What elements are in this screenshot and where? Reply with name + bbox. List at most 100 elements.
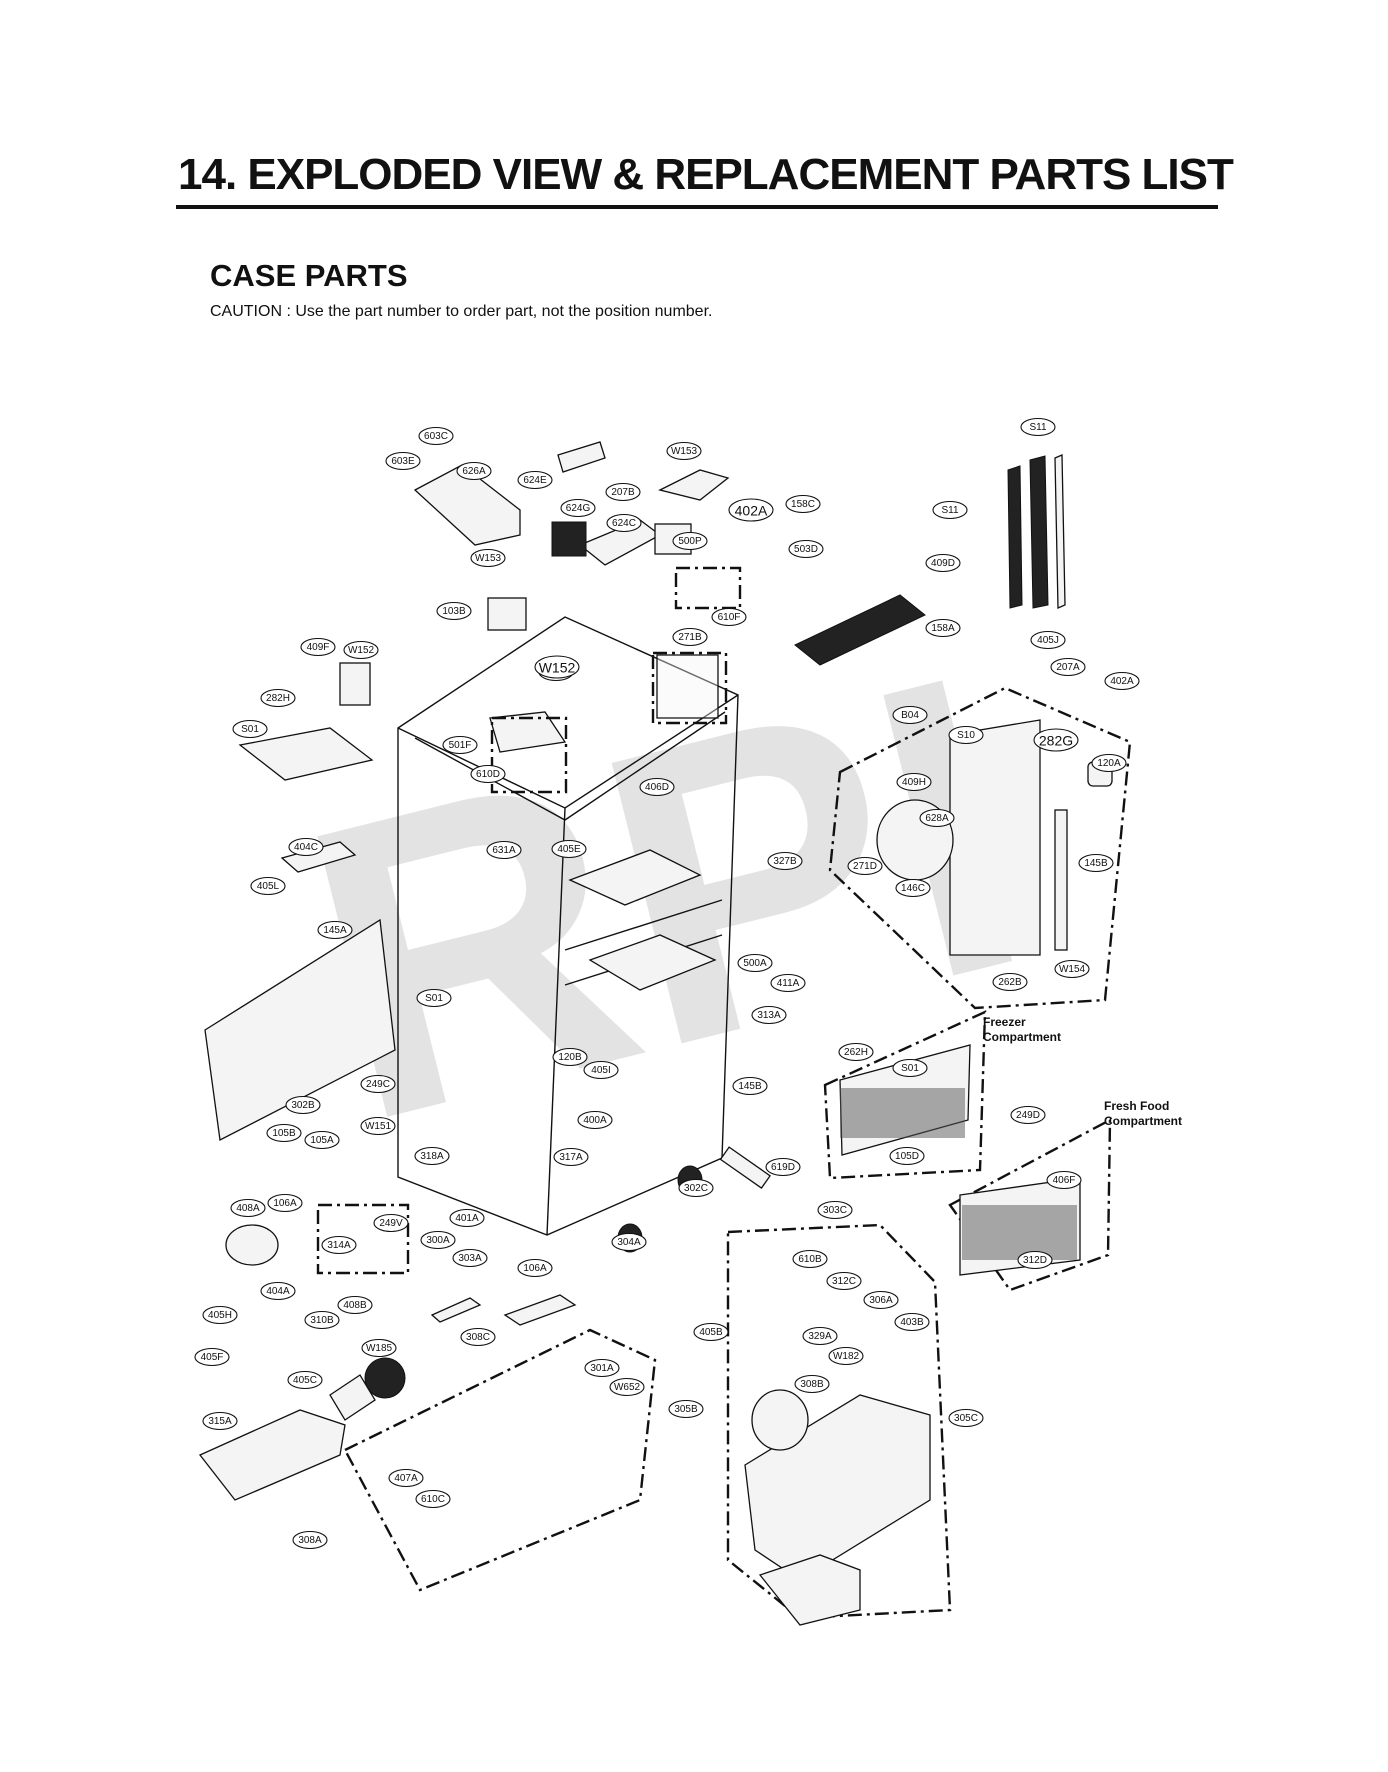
callout-103b: 103B <box>436 601 472 621</box>
callout-bubble <box>486 840 522 860</box>
callout-text: 406F <box>1053 1175 1076 1186</box>
callout-bubble <box>611 1232 647 1252</box>
callout-text: 158A <box>931 623 955 634</box>
callout-text: 402A <box>735 503 768 519</box>
callout-bubble <box>560 498 596 518</box>
callout-text: 404A <box>266 1286 290 1297</box>
callout-bubble <box>895 878 931 898</box>
right-side-parts <box>744 454 1113 1626</box>
callout-301a: 301A <box>584 1358 620 1378</box>
callout-bubble <box>751 1005 787 1025</box>
callout-text: 610C <box>421 1494 445 1505</box>
callout-bubble <box>672 627 708 647</box>
callout-bubble <box>1033 728 1079 752</box>
callout-text: 501F <box>449 740 472 751</box>
callout-w652: W652 <box>609 1377 645 1397</box>
callout-text: 603E <box>391 456 415 467</box>
callout-603c: 603C <box>418 426 454 446</box>
callout-105a: 105A <box>304 1130 340 1150</box>
callout-bubble <box>361 1338 397 1358</box>
callout-bubble <box>838 1042 874 1062</box>
callout-s01: S01 <box>416 988 452 1008</box>
callout-bubble <box>1030 630 1066 650</box>
callout-401a: 401A <box>449 1208 485 1228</box>
callout-text: 282H <box>266 693 290 704</box>
callout-403b: 403B <box>894 1312 930 1332</box>
callout-w153: W153 <box>470 548 506 568</box>
callout-text: 406D <box>645 782 669 793</box>
callout-bubble <box>267 1193 303 1213</box>
callout-306a: 306A <box>863 1290 899 1310</box>
callout-text: 303C <box>823 1205 847 1216</box>
callout-bubble <box>317 920 353 940</box>
callout-405h: 405H <box>202 1305 238 1325</box>
callout-402a: 402A <box>728 498 774 522</box>
callout-308b: 308B <box>794 1374 830 1394</box>
callout-text: 619D <box>771 1162 795 1173</box>
callout-text: 503D <box>794 544 818 555</box>
callout-bubble <box>668 1399 704 1419</box>
callout-302c: 302C <box>678 1178 714 1198</box>
callout-bubble <box>802 1326 838 1346</box>
callout-bubble <box>452 1248 488 1268</box>
callout-w185: W185 <box>361 1338 397 1358</box>
callout-405c: 405C <box>287 1370 323 1390</box>
fresh-food-label-line2: Compartment <box>1104 1114 1182 1128</box>
callout-bubble <box>360 1074 396 1094</box>
callout-bubble <box>470 548 506 568</box>
callout-text: 315A <box>208 1416 232 1427</box>
callout-327b: 327B <box>767 851 803 871</box>
callout-bubble <box>230 1198 266 1218</box>
callout-bubble <box>552 1047 588 1067</box>
callout-s11: S11 <box>932 500 968 520</box>
callout-text: 300A <box>426 1235 450 1246</box>
page-title: 14. EXPLODED VIEW & REPLACEMENT PARTS LI… <box>178 150 1234 199</box>
callout-406d: 406D <box>639 777 675 797</box>
callout-312c: 312C <box>826 1271 862 1291</box>
callout-text: 305B <box>674 1404 698 1415</box>
callout-text: 145A <box>323 925 347 936</box>
callout-bubble <box>728 498 774 522</box>
callout-bubble <box>321 1235 357 1255</box>
callout-610b: 610B <box>792 1249 828 1269</box>
callout-610d: 610D <box>470 764 506 784</box>
callout-271d: 271D <box>847 856 883 876</box>
callout-304a: 304A <box>611 1232 647 1252</box>
callout-bubble <box>442 735 478 755</box>
callout-317a: 317A <box>553 1147 589 1167</box>
callout-bubble <box>1078 853 1114 873</box>
callout-text: 207B <box>611 487 635 498</box>
callout-text: 405B <box>699 1327 723 1338</box>
callout-text: 408B <box>343 1300 367 1311</box>
callout-text: 145B <box>1084 858 1108 869</box>
callout-text: 304A <box>617 1237 641 1248</box>
callout-bubble <box>266 1123 302 1143</box>
callout-w152: W152 <box>534 655 580 679</box>
callout-text: 400A <box>583 1115 607 1126</box>
callout-bubble <box>577 1110 613 1130</box>
callout-bubble <box>449 1208 485 1228</box>
callout-bubble <box>232 719 268 739</box>
callout-text: 327B <box>773 856 797 867</box>
callout-text: B04 <box>901 710 919 721</box>
callout-bubble <box>992 972 1028 992</box>
callout-labels: 603C603E626A624EW153207B402A624G624C500P… <box>194 417 1140 1550</box>
callout-313a: 313A <box>751 1005 787 1025</box>
callout-409d: 409D <box>925 553 961 573</box>
callout-w182: W182 <box>828 1346 864 1366</box>
callout-404a: 404A <box>260 1281 296 1301</box>
callout-105d: 105D <box>889 1146 925 1166</box>
callout-s01: S01 <box>232 719 268 739</box>
callout-bubble <box>1104 671 1140 691</box>
callout-text: 271B <box>678 632 702 643</box>
callout-bubble <box>788 539 824 559</box>
callout-409h: 409H <box>896 772 932 792</box>
callout-bubble <box>470 764 506 784</box>
callout-bubble <box>343 640 379 660</box>
callout-bubble <box>737 953 773 973</box>
callout-bubble <box>1010 1105 1046 1125</box>
callout-bubble <box>194 1347 230 1367</box>
callout-624e: 624E <box>517 470 553 490</box>
callout-310b: 310B <box>304 1310 340 1330</box>
callout-text: 207A <box>1056 662 1080 673</box>
